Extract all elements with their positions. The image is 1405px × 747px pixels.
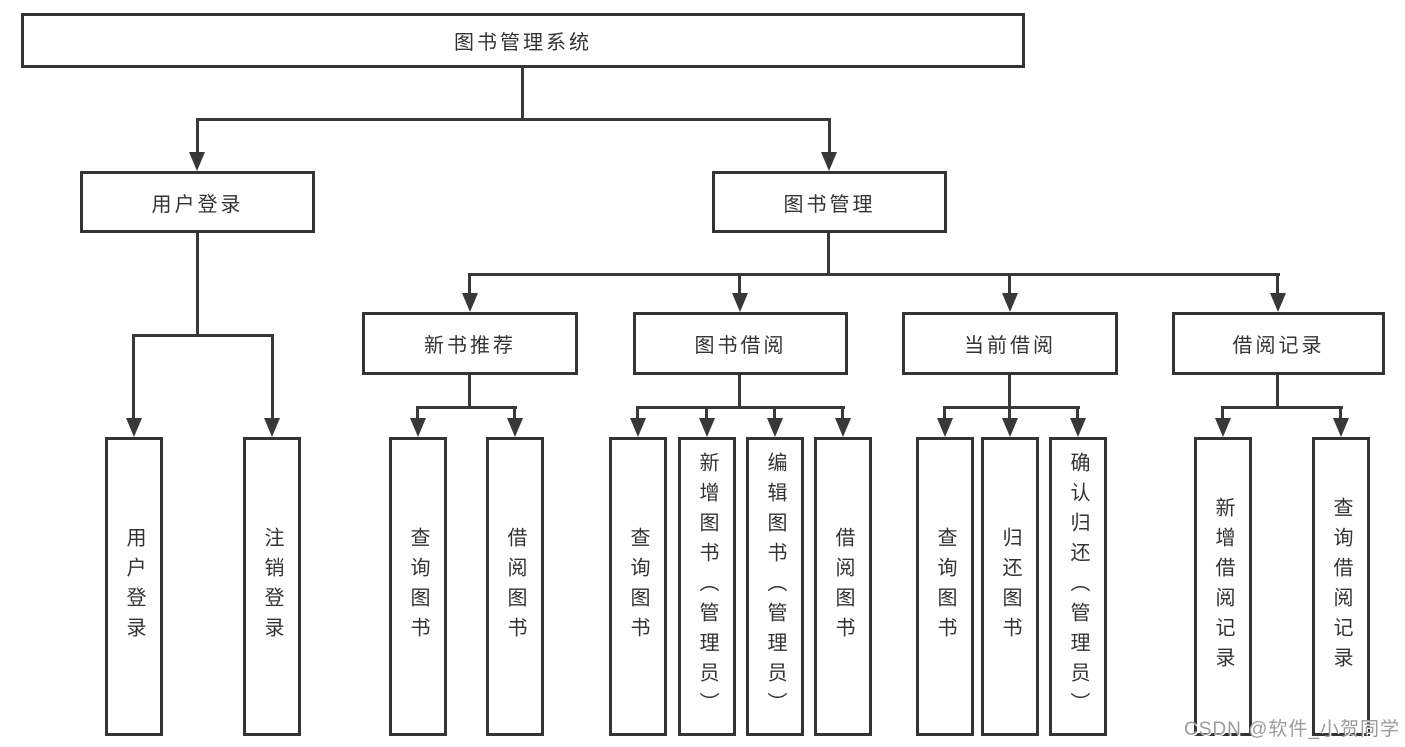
leaf-label: 查询图书	[407, 526, 429, 647]
leaf-label: 确认归还（管理员）	[1067, 451, 1089, 722]
leaf-add-borrow-record: 新增借阅记录	[1194, 437, 1252, 736]
connector	[841, 406, 844, 420]
connector-group4-branch	[1222, 406, 1343, 409]
connector-group2-stub	[738, 375, 741, 408]
connector-group3-branch	[944, 406, 1080, 409]
connector-mgmt-branch	[469, 273, 1280, 276]
leaf-user-login: 用户登录	[105, 437, 163, 736]
arrow-down-icon	[126, 418, 142, 437]
leaf-query-book-2: 查询图书	[609, 437, 667, 736]
leaf-confirm-return-admin: 确认归还（管理员）	[1049, 437, 1107, 736]
connector-to-logout-leaf	[271, 334, 274, 418]
leaf-label: 用户登录	[123, 526, 145, 647]
node-root-label: 图书管理系统	[454, 32, 592, 54]
arrow-down-icon	[699, 418, 715, 437]
arrow-down-icon	[937, 418, 953, 437]
connector-root-branch	[196, 118, 831, 121]
leaf-label: 编辑图书（管理员）	[764, 451, 786, 722]
leaf-borrow-book-2: 借阅图书	[814, 437, 872, 736]
connector-to-current-borrow	[1008, 273, 1011, 295]
arrow-down-icon	[410, 418, 426, 437]
arrow-down-icon	[630, 418, 646, 437]
leaf-label: 查询图书	[627, 526, 649, 647]
node-root-system: 图书管理系统	[21, 13, 1025, 68]
arrow-down-icon	[821, 152, 837, 171]
arrow-down-icon	[1002, 293, 1018, 312]
connector	[773, 406, 776, 420]
connector-to-book-borrow	[738, 273, 741, 295]
arrow-down-icon	[462, 293, 478, 312]
leaf-add-book-admin: 新增图书（管理员）	[678, 437, 736, 736]
node-user-login: 用户登录	[80, 171, 315, 233]
arrow-down-icon	[1215, 418, 1231, 437]
connector	[636, 406, 639, 420]
leaf-label: 查询图书	[934, 526, 956, 647]
connector-group3-stub	[1008, 375, 1011, 408]
connector-group1-stub	[468, 375, 471, 408]
node-label: 新书推荐	[424, 335, 516, 357]
leaf-label: 新增借阅记录	[1212, 496, 1234, 677]
leaf-edit-book-admin: 编辑图书（管理员）	[746, 437, 804, 736]
arrow-down-icon	[264, 418, 280, 437]
leaf-borrow-book-1: 借阅图书	[486, 437, 544, 736]
connector	[416, 406, 419, 420]
leaf-logout: 注销登录	[243, 437, 301, 736]
arrow-down-icon	[835, 418, 851, 437]
csdn-watermark: CSDN @软件_小贺同学	[1184, 719, 1400, 740]
connector-root-stub	[521, 68, 524, 120]
node-label: 图书借阅	[694, 335, 787, 357]
arrow-down-icon	[1333, 418, 1349, 437]
connector-group2-branch	[637, 406, 845, 409]
connector	[1076, 406, 1079, 420]
leaf-label: 归还图书	[999, 526, 1021, 647]
leaf-query-book-3: 查询图书	[916, 437, 974, 736]
connector	[1008, 406, 1011, 420]
arrow-down-icon	[1002, 418, 1018, 437]
node-book-borrow: 图书借阅	[633, 312, 848, 375]
leaf-label: 借阅图书	[832, 526, 854, 647]
connector-group4-stub	[1276, 375, 1279, 408]
leaf-query-borrow-record: 查询借阅记录	[1312, 437, 1370, 736]
node-label: 借阅记录	[1232, 335, 1325, 357]
arrow-down-icon	[507, 418, 523, 437]
connector-mgmt-stub	[827, 233, 830, 275]
node-label: 图书管理	[783, 193, 876, 216]
leaf-return-book: 归还图书	[981, 437, 1039, 736]
node-current-borrow: 当前借阅	[902, 312, 1118, 375]
leaf-label: 借阅图书	[504, 526, 526, 647]
connector-to-login-leaf	[132, 334, 135, 418]
connector-group1-branch	[417, 406, 517, 409]
leaf-label: 查询借阅记录	[1330, 496, 1352, 677]
node-new-book-recommend: 新书推荐	[362, 312, 578, 375]
node-borrow-record: 借阅记录	[1172, 312, 1385, 375]
connector-to-book-management	[828, 118, 831, 154]
connector	[513, 406, 516, 420]
node-book-management: 图书管理	[712, 171, 947, 233]
leaf-query-book-1: 查询图书	[389, 437, 447, 736]
arrow-down-icon	[189, 152, 205, 171]
arrow-down-icon	[1270, 293, 1286, 312]
connector-to-new-book	[468, 273, 471, 295]
connector-login-stub	[196, 233, 199, 336]
arrow-down-icon	[767, 418, 783, 437]
leaf-label: 新增图书（管理员）	[696, 451, 718, 722]
node-label: 用户登录	[151, 193, 244, 216]
connector	[705, 406, 708, 420]
arrow-down-icon	[1070, 418, 1086, 437]
connector	[1221, 406, 1224, 420]
connector-to-borrow-record	[1276, 273, 1279, 295]
arrow-down-icon	[732, 293, 748, 312]
node-label: 当前借阅	[964, 335, 1056, 357]
connector	[943, 406, 946, 420]
connector	[1339, 406, 1342, 420]
leaf-label: 注销登录	[261, 526, 283, 647]
connector-login-branch	[133, 334, 274, 337]
connector-to-user-login	[196, 118, 199, 154]
